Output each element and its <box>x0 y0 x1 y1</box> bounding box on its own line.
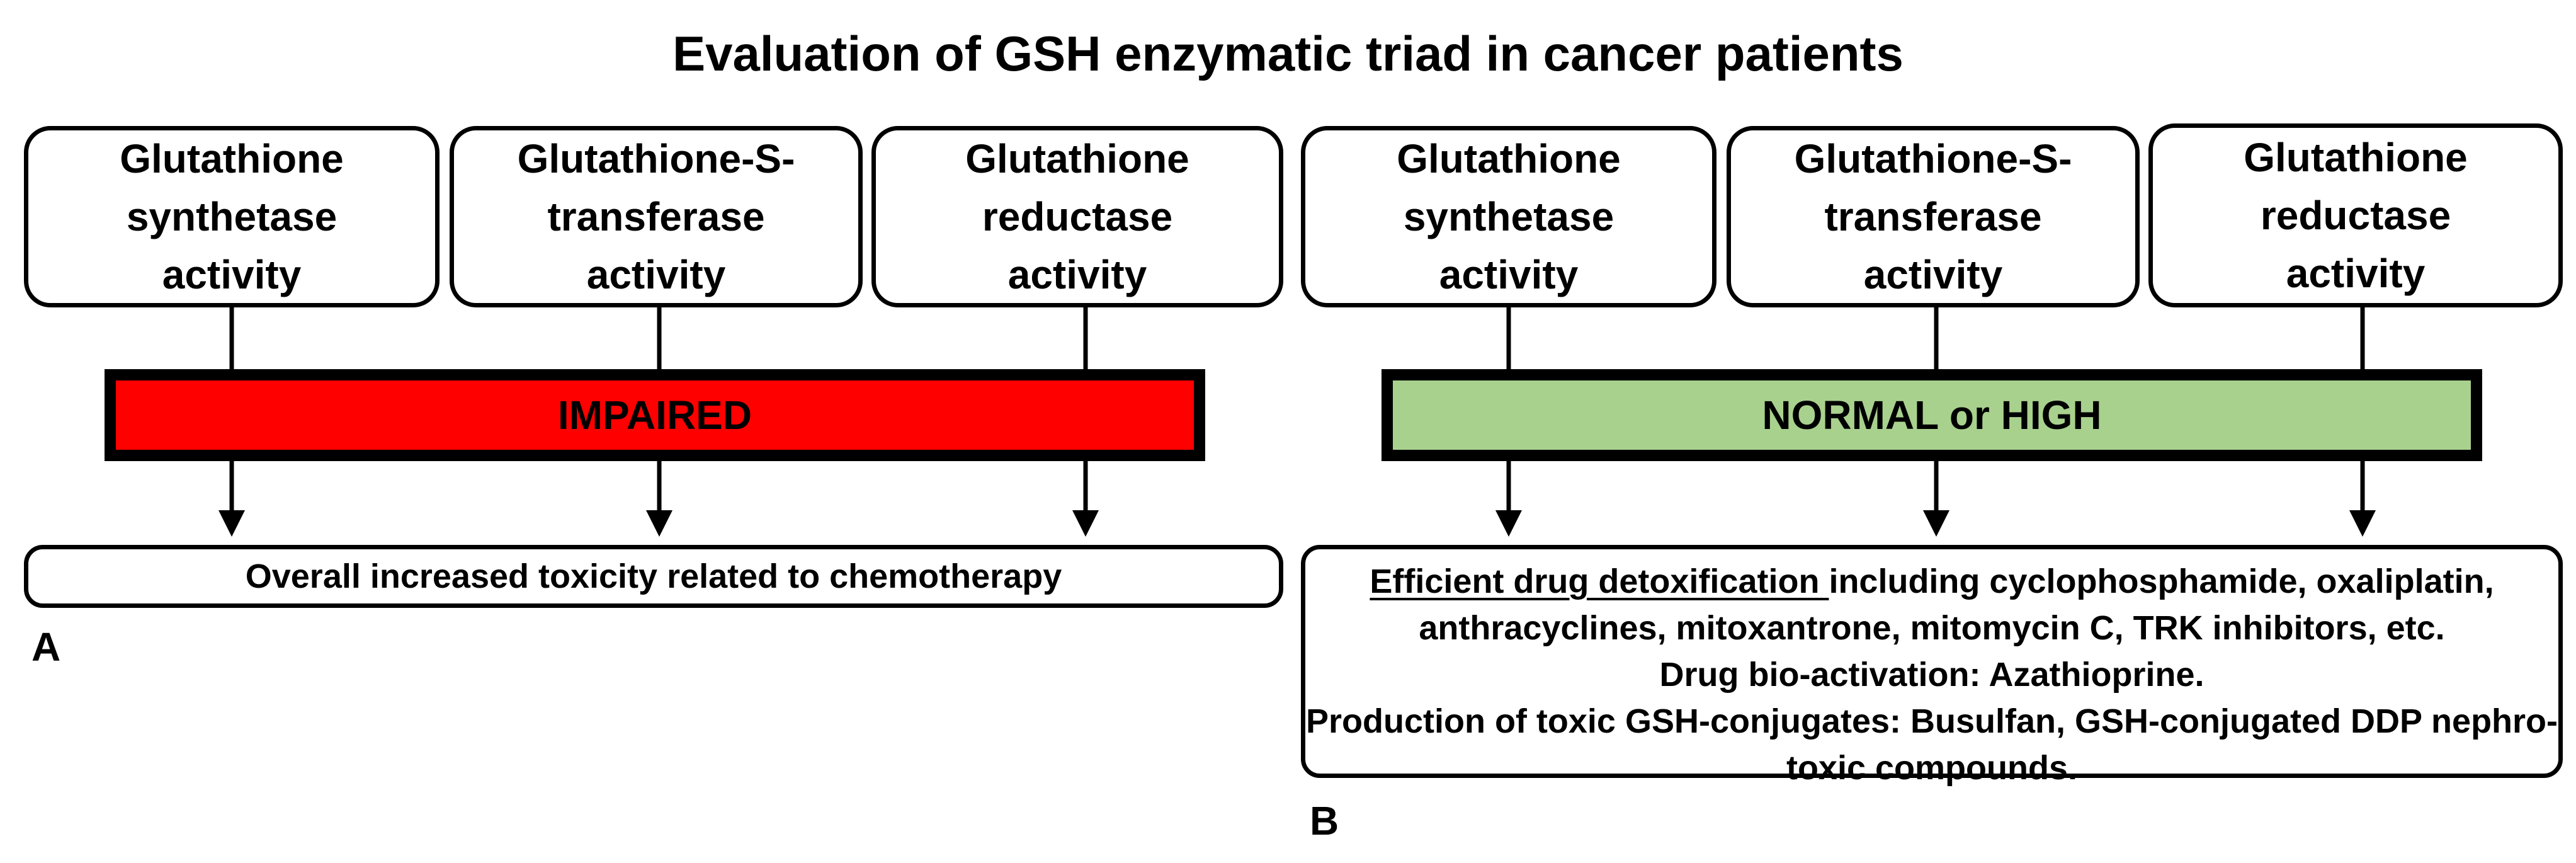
panel-b-reductase-box: Glutathione reductase activity <box>2148 123 2563 307</box>
outcome-line-conjugates-cont: toxic compounds. <box>1786 749 2078 787</box>
panel-a-outcome-text: Overall increased toxicity related to ch… <box>245 557 1062 595</box>
box-line: Glutathione <box>965 136 1189 181</box>
panel-b-status-label: NORMAL or HIGH <box>1762 392 2102 438</box>
box-line: activity <box>1439 252 1579 297</box>
panel-a-outcome-box: Overall increased toxicity related to ch… <box>24 545 1283 608</box>
diagram-title: Evaluation of GSH enzymatic triad in can… <box>672 26 1904 81</box>
panel-a-synthetase-box: Glutathione synthetase activity <box>24 126 440 307</box>
box-line: Glutathione-S- <box>517 136 795 181</box>
box-line: synthetase <box>1403 194 1614 239</box>
box-line: activity <box>162 252 302 297</box>
outcome-line-detox: Efficient drug detoxification including … <box>1305 558 2558 605</box>
box-line: activity <box>1007 252 1147 297</box>
panel-b-synthetase-box: Glutathione synthetase activity <box>1301 126 1716 307</box>
box-line: activity <box>1863 252 2003 297</box>
panel-b-transferase-box: Glutathione-S- transferase activity <box>1727 126 2140 307</box>
box-line: synthetase <box>126 194 338 239</box>
panel-a-status-bar: IMPAIRED <box>105 369 1205 461</box>
box-line: transferase <box>547 194 765 239</box>
box-line: activity <box>2286 251 2426 296</box>
box-line: reductase <box>2260 193 2451 238</box>
box-line: Glutathione <box>1397 136 1621 181</box>
detox-drugs: including cyclophosphamide, oxaliplatin, <box>1829 563 2494 600</box>
outcome-line-drugs: anthracyclines, mitoxantrone, mitomycin … <box>1419 609 2445 647</box>
panel-b-outcome-box: Efficient drug detoxification including … <box>1301 545 2563 787</box>
detox-heading: Efficient drug detoxification <box>1370 563 1829 600</box>
panel-a-status-label: IMPAIRED <box>557 392 752 438</box>
outcome-line-bioactivation: Drug bio-activation: Azathioprine. <box>1659 656 2204 694</box>
panel-b-status-bar: NORMAL or HIGH <box>1382 369 2482 461</box>
outcome-line-conjugates: Production of toxic GSH-conjugates: Busu… <box>1305 702 2558 740</box>
box-line: Glutathione <box>120 136 344 181</box>
panel-a-transferase-box: Glutathione-S- transferase activity <box>450 126 863 307</box>
panel-b-label: B <box>1310 798 1339 843</box>
panel-a-reductase-box: Glutathione reductase activity <box>871 126 1283 307</box>
panel-a-label: A <box>31 624 61 670</box>
box-line: Glutathione <box>2244 135 2468 180</box>
box-line: transferase <box>1824 194 2042 239</box>
box-line: reductase <box>982 194 1173 239</box>
box-line: activity <box>586 252 726 297</box>
box-line: Glutathione-S- <box>1794 136 2072 181</box>
